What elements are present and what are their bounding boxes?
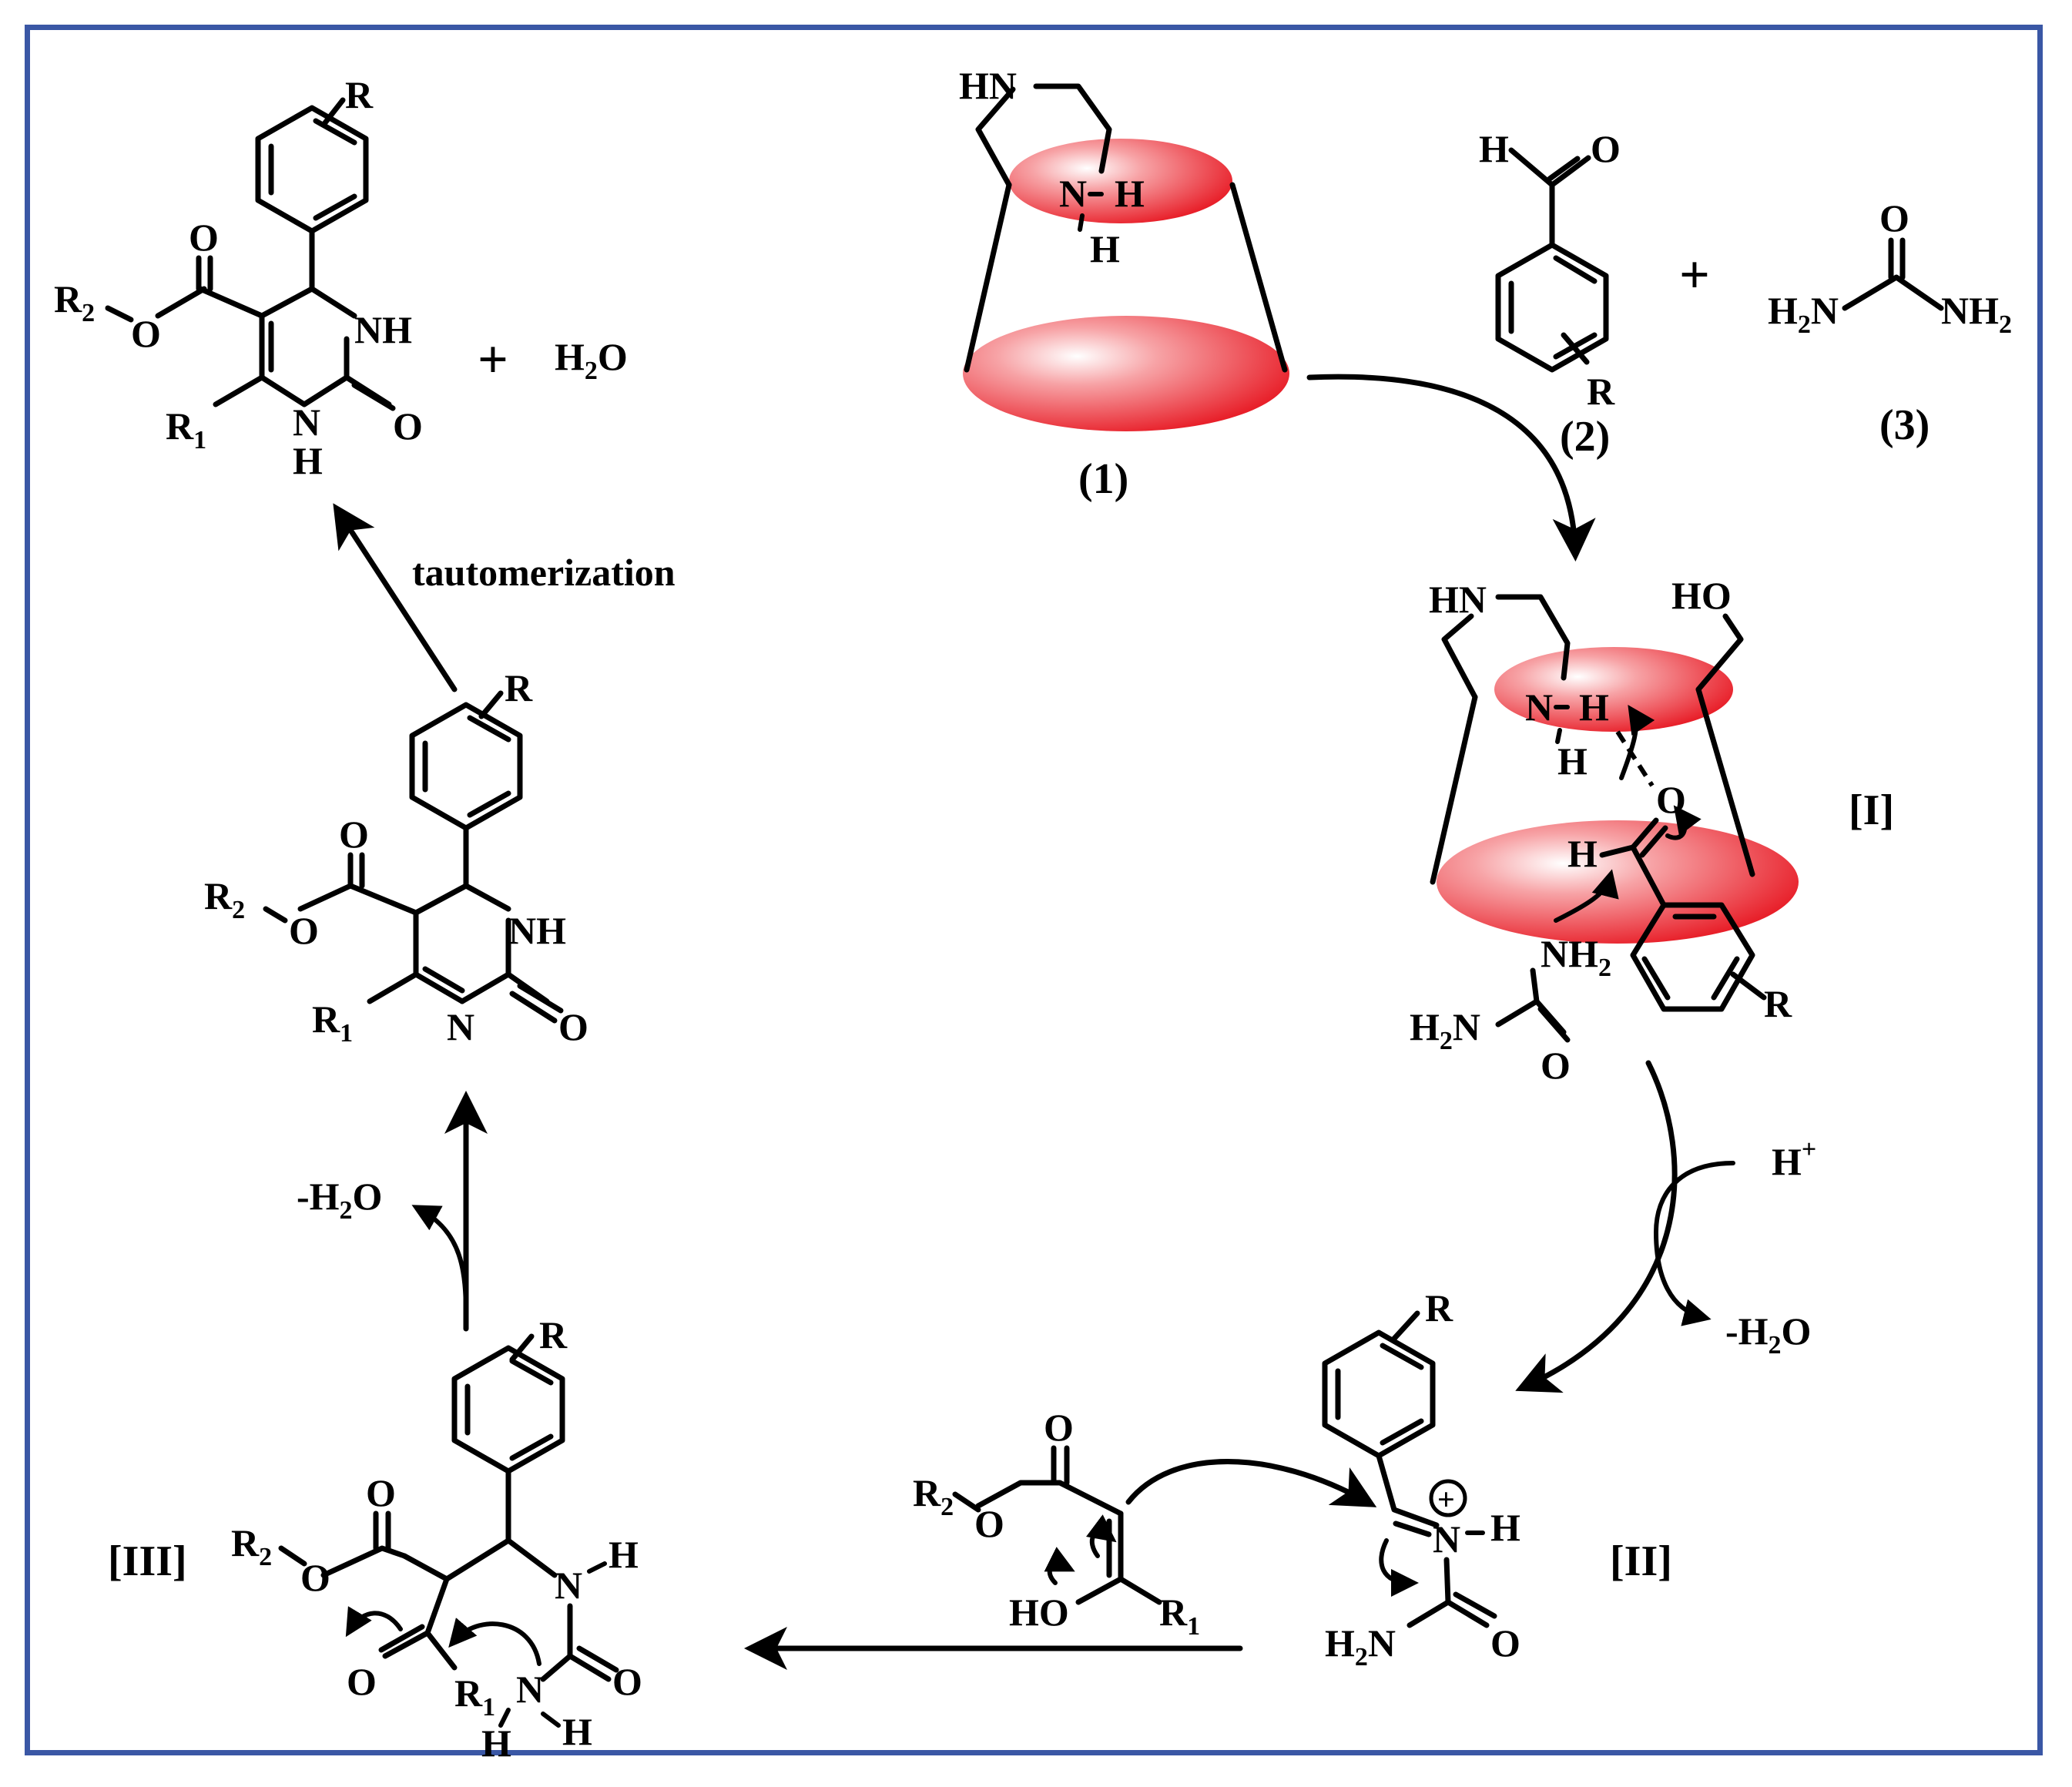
atom-r1: R1 bbox=[454, 1671, 495, 1722]
atom-hn: HN bbox=[959, 64, 1017, 107]
atom-h: H bbox=[609, 1533, 639, 1576]
arrow-enol-attack bbox=[1125, 1459, 1377, 1507]
atom-r1: R1 bbox=[166, 404, 206, 454]
atom-r1: R1 bbox=[1159, 1591, 1200, 1641]
cyclic-imine: R NH N O R1 O O R2 bbox=[204, 666, 588, 1048]
atom-h: H bbox=[1490, 1506, 1520, 1549]
atom-r: R bbox=[345, 73, 374, 116]
atom-o: O bbox=[1879, 196, 1909, 240]
atom-n: N bbox=[516, 1668, 544, 1711]
atom-o: O bbox=[558, 1005, 588, 1048]
atom-h: H bbox=[1567, 832, 1598, 875]
atom-h: H bbox=[481, 1722, 511, 1765]
atom-o: O bbox=[289, 909, 319, 952]
catalyst-bottom-ellipse bbox=[963, 316, 1289, 431]
arrow-cat-to-int1 bbox=[1306, 374, 1596, 562]
atom-r2: R2 bbox=[204, 874, 245, 924]
label-int1: [I] bbox=[1849, 786, 1894, 834]
atom-r: R bbox=[505, 666, 533, 709]
atom-o: O bbox=[300, 1556, 330, 1599]
atom-o: O bbox=[1490, 1621, 1520, 1665]
atom-n: N bbox=[1433, 1517, 1460, 1561]
intermediate-1: HN HO N H H O H R NH2 H2N O [I] bbox=[1410, 574, 1894, 1087]
atom-nh: NH bbox=[508, 909, 566, 952]
atom-r2: R2 bbox=[913, 1471, 954, 1521]
atom-r: R bbox=[1425, 1286, 1453, 1329]
label-cat1: (1) bbox=[1078, 455, 1128, 503]
label-tautomerization: tautomerization bbox=[412, 551, 676, 594]
atom-nh: NH bbox=[354, 308, 412, 351]
atom-h: H bbox=[1115, 172, 1145, 215]
plus-charge: + bbox=[1437, 1482, 1455, 1517]
atom-r: R bbox=[1587, 370, 1615, 413]
catalyst-1: HN N H H (1) bbox=[959, 64, 1289, 503]
atom-hn: HN bbox=[1429, 578, 1487, 621]
urea-3: O H2N NH2 (3) bbox=[1768, 196, 2012, 449]
atom-r2: R2 bbox=[231, 1521, 272, 1571]
label-minus-water-right: -H2O bbox=[1725, 1309, 1811, 1360]
atom-h: H bbox=[1479, 127, 1509, 170]
atom-h: H bbox=[1090, 227, 1120, 270]
label-cmp2: (2) bbox=[1560, 413, 1610, 461]
atom-n: N bbox=[447, 1005, 474, 1048]
atom-o: O bbox=[1044, 1406, 1074, 1449]
atom-h: H bbox=[1557, 739, 1588, 783]
atom-r: R bbox=[539, 1313, 568, 1356]
atom-r: R bbox=[1764, 982, 1792, 1025]
atom-r2: R2 bbox=[54, 277, 95, 327]
atom-o: O bbox=[612, 1660, 642, 1703]
atom-n: N bbox=[1059, 172, 1087, 215]
atom-o: O bbox=[131, 312, 161, 355]
atom-ho: HO bbox=[1671, 574, 1732, 617]
enol-ketoester: O R2 O HO R1 bbox=[913, 1406, 1200, 1641]
atom-o: O bbox=[339, 813, 369, 856]
arrow-tautomerization bbox=[333, 503, 458, 692]
atom-ho: HO bbox=[1009, 1591, 1069, 1634]
label-h-plus: H+ bbox=[1772, 1135, 1816, 1183]
label-int2: [II] bbox=[1610, 1537, 1672, 1585]
plus-sign: + bbox=[478, 330, 508, 390]
atom-o: O bbox=[393, 404, 423, 448]
atom-h2n: H2N bbox=[1410, 1005, 1480, 1055]
atom-n: N bbox=[293, 401, 320, 444]
atom-o: O bbox=[974, 1502, 1004, 1545]
label-cmp3: (3) bbox=[1879, 401, 1930, 449]
arrow-int1-to-int2 bbox=[1515, 1060, 1678, 1393]
catalyst-top-ellipse bbox=[1009, 139, 1232, 223]
atom-h: H bbox=[562, 1710, 592, 1753]
atom-n: N bbox=[555, 1564, 582, 1607]
intermediate-2: R + N H H2N O [II] bbox=[1322, 1286, 1672, 1671]
int1-top-ellipse bbox=[1494, 647, 1733, 732]
atom-nh2: NH2 bbox=[1941, 289, 2012, 339]
atom-n: N bbox=[1525, 686, 1553, 729]
label-water-product: H2O bbox=[555, 335, 628, 385]
atom-o: O bbox=[366, 1471, 396, 1514]
atom-o: O bbox=[189, 216, 219, 259]
label-int3: [III] bbox=[108, 1537, 187, 1585]
label-minus-water-left: -H2O bbox=[297, 1175, 382, 1225]
atom-o: O bbox=[1591, 127, 1621, 170]
atom-h: H bbox=[1579, 686, 1609, 729]
diagram-frame bbox=[25, 25, 2043, 1755]
plus-sign: + bbox=[1679, 246, 1710, 305]
benzaldehyde-2: H O R (2) bbox=[1479, 127, 1621, 461]
atom-r1: R1 bbox=[312, 997, 353, 1048]
atom-h: H bbox=[293, 439, 323, 482]
product-dhpm: R NH N H O R1 O O R2 bbox=[54, 73, 423, 482]
atom-o: O bbox=[1541, 1044, 1571, 1087]
intermediate-3: R O R2 O O R1 N H N O H H [III] bbox=[108, 1313, 642, 1765]
atom-h2n: H2N bbox=[1325, 1621, 1396, 1671]
atom-h2n: H2N bbox=[1768, 289, 1839, 339]
atom-o: O bbox=[347, 1660, 377, 1703]
